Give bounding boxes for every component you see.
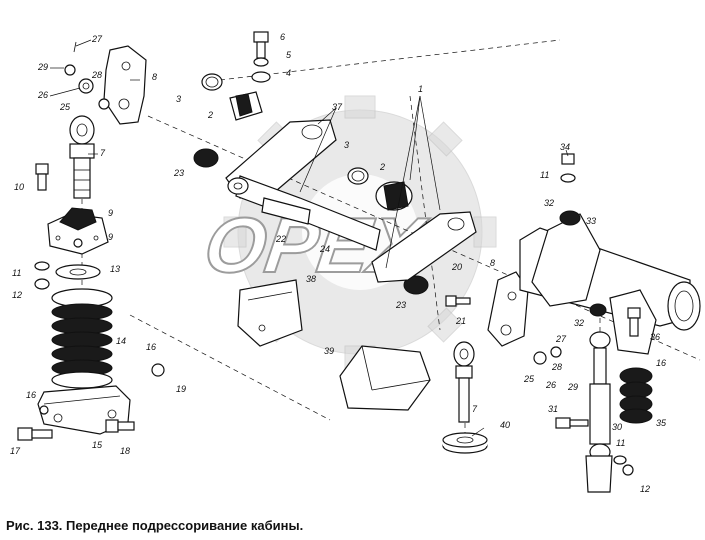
callout-33: 33 (586, 216, 596, 226)
eye-bolt-left (69, 115, 95, 199)
callout-25: 25 (59, 102, 71, 112)
bolt-21 (445, 295, 471, 307)
eye-bolt-center (442, 341, 488, 454)
callout-40: 40 (500, 420, 510, 430)
callout-2-left: 2 (207, 110, 213, 120)
rubber-buffer-35 (619, 367, 653, 424)
callout-21: 21 (455, 316, 466, 326)
callout-12-right: 12 (640, 484, 650, 494)
callout-10: 10 (14, 182, 24, 192)
callout-22: 22 (275, 234, 286, 244)
shock-absorber-30 (585, 331, 613, 493)
callout-37: 37 (332, 102, 343, 112)
coil-spring-14 (51, 288, 113, 389)
callout-15: 15 (92, 440, 103, 450)
callout-labels: 27 29 28 26 25 8 7 10 9 9 11 13 12 14 16… (10, 32, 667, 494)
callout-6: 6 (280, 32, 285, 42)
callout-5: 5 (286, 50, 292, 60)
upper-bracket-left (64, 41, 147, 125)
callout-28: 28 (91, 70, 102, 80)
callout-11-left: 11 (12, 268, 21, 278)
callout-24: 24 (319, 244, 330, 254)
callout-18: 18 (120, 446, 130, 456)
hardware-right (533, 153, 641, 476)
bolts-lower-left (17, 363, 165, 441)
callout-35: 35 (656, 418, 667, 428)
callout-3-left: 3 (176, 94, 181, 104)
callout-38: 38 (306, 274, 316, 284)
washers-left (34, 261, 101, 290)
bolt-10 (35, 163, 49, 191)
callout-23-left: 23 (173, 168, 184, 178)
callout-36: 36 (650, 332, 660, 342)
lever-arm-37 (225, 119, 381, 251)
callout-19: 19 (176, 384, 186, 394)
callout-27-right: 27 (555, 334, 567, 344)
callout-1: 1 (418, 84, 423, 94)
callout-16-right: 16 (656, 358, 666, 368)
callout-29-right: 29 (567, 382, 578, 392)
callout-25-right: 25 (523, 374, 535, 384)
callout-11-right-top: 11 (540, 170, 549, 180)
callout-39: 39 (324, 346, 334, 356)
callout-7-center: 7 (472, 404, 478, 414)
callout-17: 17 (10, 446, 21, 456)
callout-28-right: 28 (551, 362, 562, 372)
callout-8-right: 8 (490, 258, 495, 268)
callout-34: 34 (560, 142, 570, 152)
callout-26-right: 26 (545, 380, 556, 390)
callout-4: 4 (286, 68, 291, 78)
bracket-39 (339, 345, 431, 411)
callout-3-right: 3 (344, 140, 349, 150)
callout-2-right: 2 (379, 162, 385, 172)
callout-9-top: 9 (108, 208, 113, 218)
frame-tube (519, 213, 701, 355)
callout-27: 27 (91, 34, 103, 44)
bushing-23 (193, 148, 429, 295)
callout-32-top: 32 (544, 198, 554, 208)
bracket-38 (237, 279, 303, 347)
callout-32-bottom: 32 (574, 318, 584, 328)
callout-13: 13 (110, 264, 120, 274)
callout-20: 20 (451, 262, 462, 272)
callout-9-bottom: 9 (108, 232, 113, 242)
top-bolt-stack (201, 31, 271, 121)
callout-16-b: 16 (26, 390, 36, 400)
rubber-cushion-9 (47, 207, 109, 255)
figure-caption: Рис. 133. Переднее подрессоривание кабин… (6, 518, 304, 533)
callout-12-left: 12 (12, 290, 22, 300)
callout-16-a: 16 (146, 342, 156, 352)
callout-26: 26 (37, 90, 48, 100)
lever-arm-right (347, 167, 477, 283)
callout-8: 8 (152, 72, 157, 82)
callout-11-right-bottom: 11 (616, 438, 625, 448)
callout-31: 31 (548, 404, 558, 414)
callout-14: 14 (116, 336, 126, 346)
leader-lines (49, 39, 569, 437)
callout-30: 30 (612, 422, 622, 432)
upper-bracket-right (487, 271, 529, 347)
callout-29: 29 (37, 62, 48, 72)
callout-23-right: 23 (395, 300, 406, 310)
callout-7: 7 (100, 148, 106, 158)
